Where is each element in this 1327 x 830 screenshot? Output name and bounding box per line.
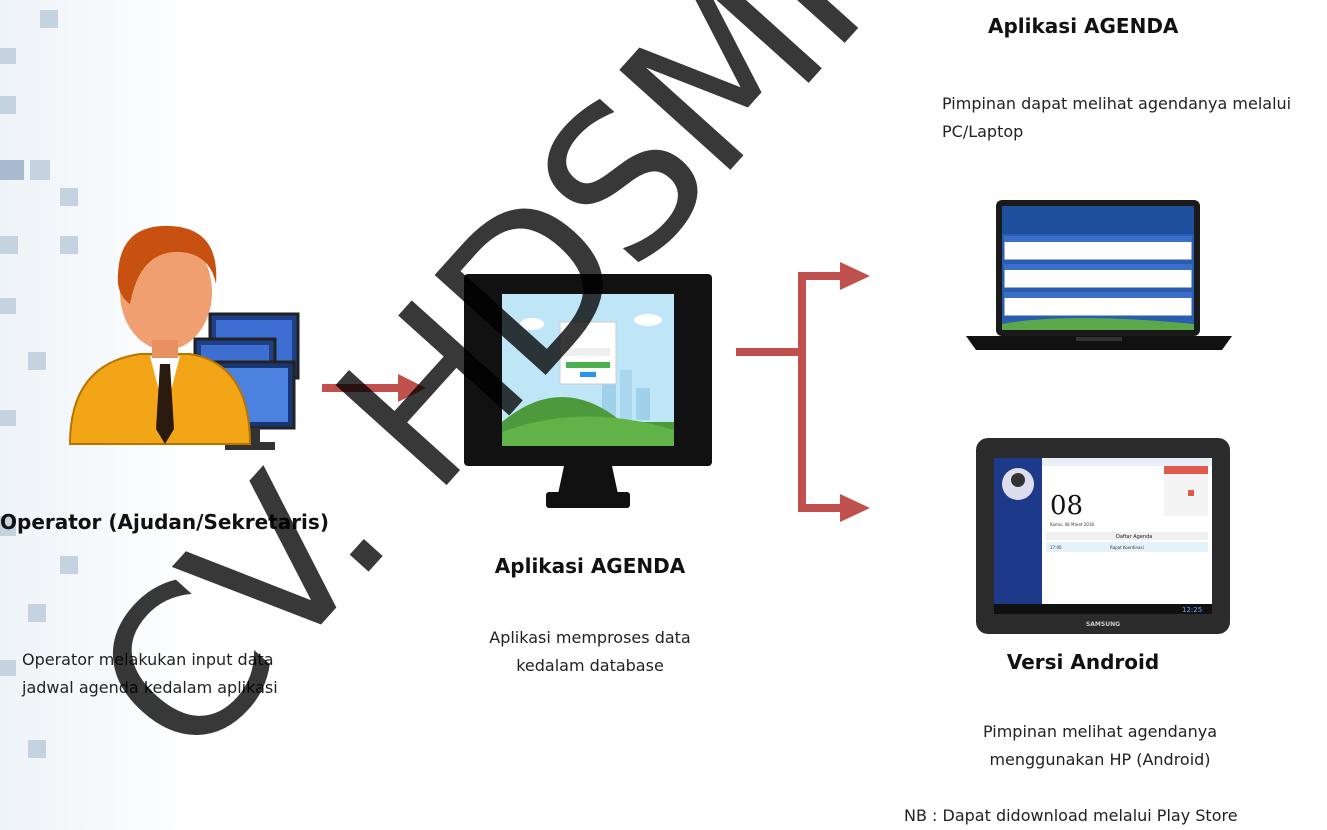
tablet-list-title: Daftar Agenda [1116,534,1152,540]
android-app-desc: Pimpinan melihat agendanya menggunakan H… [920,718,1280,774]
operator-person-icon [68,225,300,450]
desktop-monitor-icon [464,274,712,508]
center-app-desc-line2: kedalam database [516,656,664,675]
laptop-icon [966,200,1232,350]
tablet-list-time: 17:00 [1050,545,1062,550]
operator-title: Operator (Ajudan/Sekretaris) [0,510,329,534]
operator-desc-line1: Operator melakukan input data [22,650,274,669]
tablet-clock: 12:25 [1182,606,1202,614]
pc-app-desc-line1: Pimpinan dapat melihat agendanya melalui [942,94,1292,113]
android-app-desc-line2: menggunakan HP (Android) [989,750,1211,769]
tablet-brand: SAMSUNG [1086,621,1120,628]
android-app-desc-line1: Pimpinan melihat agendanya [982,722,1218,741]
pc-app-desc: Pimpinan dapat melihat agendanya melalui… [942,90,1322,146]
arrow-to-app [322,374,426,402]
center-app-title: Aplikasi AGENDA [494,554,686,578]
center-app-desc: Aplikasi memproses data kedalam database [450,624,730,680]
pc-app-title: Aplikasi AGENDA [988,14,1179,38]
operator-desc: Operator melakukan input data jadwal age… [22,646,352,702]
center-app-desc-line1: Aplikasi memproses data [489,628,691,647]
operator-desc-line2: jadwal agenda kedalam aplikasi [22,678,278,697]
android-note: NB : Dapat didownload melalui Play Store [904,806,1238,825]
tablet-date-sub: Kamis, 08 Maret 2018 [1050,522,1094,527]
android-app-title: Versi Android [1006,650,1160,674]
tablet-list-item: Rapat Koordinasi [1110,545,1144,550]
tablet-date-big: 08 [1050,491,1083,521]
tablet-icon: 08 Kamis, 08 Maret 2018 Daftar Agenda 17… [976,438,1230,634]
pc-app-desc-line2: PC/Laptop [942,122,1024,141]
branch-arrows [736,262,870,522]
